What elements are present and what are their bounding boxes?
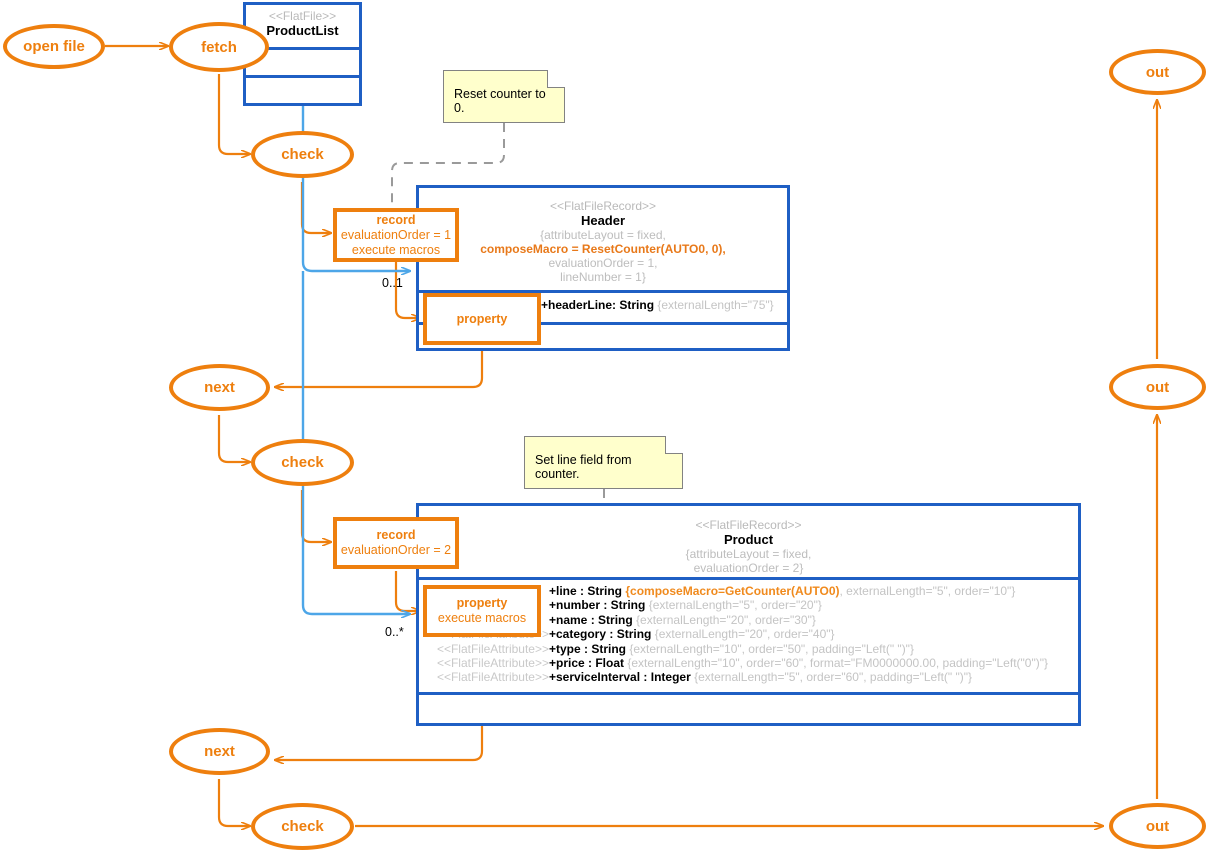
node-open-file[interactable]: open file [3, 24, 105, 69]
node-label: check [281, 818, 324, 835]
node-label: open file [23, 38, 85, 55]
node-fetch[interactable]: fetch [169, 22, 269, 72]
note-fold-corner [547, 70, 565, 88]
product-properties: {attributeLayout = fixed, evaluationOrde… [419, 547, 1078, 575]
header-attributes-compartment: +headerLine: String {externalLength="75"… [419, 290, 787, 322]
node-next-1[interactable]: next [169, 364, 270, 411]
productlist-attributes-compartment [246, 47, 359, 75]
header-prop-line: {attributeLayout = fixed, [540, 228, 666, 242]
product-stereotype: <<FlatFileRecord>> [695, 518, 802, 532]
attr-tags: {externalLength="10", order="60", format… [627, 656, 1048, 671]
node-check-2[interactable]: check [251, 439, 354, 486]
productlist-operations-compartment [246, 75, 359, 103]
attr-signature: +category : String [549, 627, 655, 642]
product-operations-compartment [419, 692, 1078, 723]
attr-signature: +price : Float [549, 656, 628, 671]
node-check-1[interactable]: check [251, 131, 354, 178]
attr-signature: +number : String [549, 598, 649, 613]
node-check-3[interactable]: check [251, 803, 354, 850]
header-properties: {attributeLayout = fixed, composeMacro =… [419, 228, 787, 284]
attribute-category: +category : String {externalLength="20",… [549, 627, 1048, 641]
product-prop-line: evaluationOrder = 2} [693, 561, 804, 575]
action-detail: evaluationOrder = 1 [340, 227, 452, 242]
attribute-serviceInterval: +serviceInterval : Integer {externalLeng… [549, 670, 1048, 684]
action-title: property [456, 311, 508, 326]
multiplicity-header: 0..1 [382, 276, 403, 290]
node-next-2[interactable]: next [169, 728, 270, 775]
attr-signature: +serviceInterval : Integer [549, 670, 695, 685]
attr-signature: +type : String [549, 641, 630, 656]
note-reset-counter[interactable]: Reset counter to 0. [443, 70, 565, 123]
attr-tags: {externalLength="10", order="50", paddin… [629, 641, 914, 656]
action-title: property [456, 596, 508, 610]
attr-signature: +line : String [549, 584, 626, 598]
attribute-type: +type : String {externalLength="10", ord… [549, 642, 1048, 656]
multiplicity-product: 0..* [385, 625, 404, 639]
header-name: Header [580, 213, 626, 228]
node-label: next [204, 743, 235, 760]
product-attr-stereotype: <<FlatFileAttribute>> [436, 641, 549, 656]
product-prop-line: {attributeLayout = fixed, [685, 547, 812, 561]
attribute-price: +price : Float {externalLength="10", ord… [549, 656, 1048, 670]
note-text: Reset counter to 0. [454, 87, 546, 115]
attr-tags: {externalLength="75"} [657, 298, 774, 312]
action-title: record [376, 212, 416, 227]
attr-tags: {externalLength="20", order="40"} [654, 627, 835, 642]
attr-tags: , externalLength="5", order="10"} [839, 584, 1016, 598]
attribute-headerLine: +headerLine: String {externalLength="75"… [541, 298, 787, 312]
product-attr-stereotype: <<FlatFileAttribute>> [436, 670, 549, 685]
action-detail: evaluationOrder = 2 [340, 543, 452, 557]
multiplicity-label: 0..* [385, 625, 404, 639]
node-label: check [281, 146, 324, 163]
node-label: out [1145, 378, 1170, 396]
productlist-name: ProductList [266, 23, 339, 38]
product-attr-stereotype: <<FlatFileAttribute>> [436, 656, 549, 671]
note-fold-corner [665, 436, 683, 454]
action-record-2[interactable]: record evaluationOrder = 2 [333, 517, 459, 569]
action-detail: execute macros [351, 242, 441, 257]
attr-macro: {composeMacro=GetCounter(AUTO0) [625, 584, 840, 598]
node-label: out [1145, 817, 1170, 835]
header-stereotype: <<FlatFileRecord>> [549, 199, 657, 213]
node-out-3[interactable]: out [1109, 803, 1206, 849]
action-title: record [376, 528, 416, 542]
header-prop-line: lineNumber = 1} [560, 270, 646, 284]
header-prop-line-macro: composeMacro = ResetCounter(AUTO0, 0), [480, 242, 726, 256]
node-out-2[interactable]: out [1109, 364, 1206, 410]
product-name: Product [723, 532, 774, 547]
productlist-stereotype: <<FlatFile>> [268, 9, 337, 23]
productlist-header-compartment: <<FlatFile>> ProductList [246, 5, 359, 47]
note-set-line[interactable]: Set line field from counter. [524, 436, 683, 489]
multiplicity-label: 0..1 [382, 276, 403, 290]
node-label: next [204, 379, 235, 396]
action-detail: execute macros [437, 611, 527, 625]
action-record-1[interactable]: record evaluationOrder = 1 execute macro… [333, 208, 459, 262]
attribute-number: +number : String {externalLength="5", or… [549, 598, 1048, 612]
attr-tags: {externalLength="5", order="60", padding… [694, 670, 973, 685]
attribute-line: +line : String {composeMacro=GetCounter(… [549, 584, 1048, 598]
header-prop-line: evaluationOrder = 1, [548, 256, 658, 270]
attr-tags: {externalLength="5", order="20"} [648, 598, 822, 613]
node-out-1[interactable]: out [1109, 49, 1206, 95]
note-text: Set line field from counter. [535, 453, 632, 481]
attr-signature: +name : String [549, 612, 637, 627]
header-operations-compartment [419, 322, 787, 350]
node-label: check [281, 454, 324, 471]
node-label: fetch [201, 38, 237, 56]
node-label: out [1145, 63, 1170, 81]
attr-signature: +headerLine: String [541, 298, 658, 312]
product-header-compartment: <<FlatFileRecord>> Product {attributeLay… [419, 506, 1078, 577]
header-header-compartment: <<FlatFileRecord>> Header {attributeLayo… [419, 188, 787, 290]
attr-tags: {externalLength="20", order="30"} [636, 612, 816, 627]
attribute-name: +name : String {externalLength="20", ord… [549, 613, 1048, 627]
action-property-2[interactable]: property execute macros [423, 585, 541, 637]
product-attributes-compartment: x x x <<FlatFileAttribute>> <<FlatFileAt… [419, 577, 1078, 692]
action-property-1[interactable]: property [423, 293, 541, 345]
